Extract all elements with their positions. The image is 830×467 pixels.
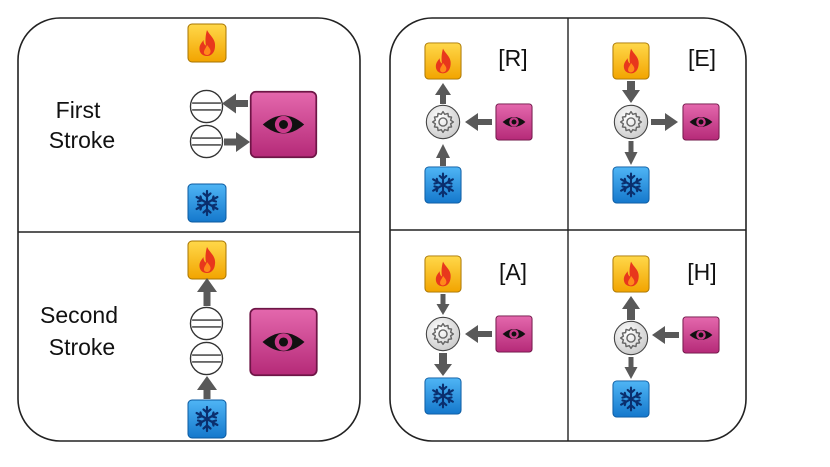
quadrant-a: [A]	[424, 255, 533, 415]
arrow-eye-to-gear	[465, 113, 492, 131]
eye-icon	[495, 103, 533, 141]
quadrant-h: [H]	[612, 255, 720, 418]
piston-icon	[189, 124, 224, 159]
quadrant-r-label: [R]	[498, 45, 527, 71]
arrow-gear-to-fire	[622, 296, 640, 320]
snowflake-icon	[424, 377, 462, 415]
arrow-eye-to-gear	[652, 326, 679, 344]
arrow-gear-to-eye	[651, 113, 678, 131]
fire-icon	[424, 42, 462, 80]
piston-icon	[189, 306, 224, 341]
quadrant-a-label: [A]	[499, 259, 527, 285]
eye-icon	[249, 90, 318, 159]
arrow-fire-to-gear	[436, 294, 450, 315]
snowflake-icon	[187, 399, 227, 439]
left-panel-frame	[17, 17, 361, 442]
arrow-gear-to-snow	[434, 353, 452, 376]
arrow-gear-to-snow	[624, 357, 638, 379]
quadrant-r: [R]	[424, 42, 533, 204]
snowflake-icon	[424, 166, 462, 204]
gear-icon	[613, 320, 649, 356]
gear-icon	[425, 316, 461, 352]
fire-icon	[612, 255, 650, 293]
first-stroke-label-line2: Stroke	[49, 127, 115, 153]
arrow-gear-to-snow	[624, 141, 638, 165]
snowflake-icon	[187, 183, 227, 223]
second-stroke-label-line2: Stroke	[49, 334, 115, 360]
fire-icon	[424, 255, 462, 293]
snowflake-icon	[612, 380, 650, 418]
arrow-piston-to-fire	[197, 278, 217, 306]
arrow-fire-to-gear	[622, 81, 640, 103]
eye-icon	[682, 103, 720, 141]
piston-icon	[189, 89, 224, 124]
quadrant-e-label: [E]	[688, 45, 716, 71]
second-stroke-label-line1: Second	[40, 302, 118, 328]
eye-icon	[249, 307, 318, 377]
fire-icon	[187, 240, 227, 280]
eye-icon	[495, 315, 533, 353]
first-stroke-label-line1: First	[56, 97, 101, 123]
fire-icon	[187, 23, 227, 63]
arrow-bottom-piston-to-eye	[224, 132, 250, 152]
arrow-snow-to-piston	[197, 376, 217, 399]
arrow-eye-to-gear	[465, 325, 492, 343]
arrow-gear-to-fire	[435, 83, 451, 104]
piston-icon	[189, 341, 224, 376]
gear-icon	[425, 104, 461, 140]
right-panel: [R] [E] [A]	[389, 17, 747, 442]
eye-icon	[682, 316, 720, 354]
quadrant-h-label: [H]	[687, 259, 716, 285]
fire-icon	[612, 42, 650, 80]
arrow-snow-to-gear	[436, 144, 450, 166]
arrow-eye-to-top-piston	[222, 93, 248, 114]
left-panel: First Stroke Second Stroke	[17, 17, 361, 442]
first-stroke-section: First Stroke	[49, 23, 318, 223]
snowflake-icon	[612, 166, 650, 204]
gear-icon	[613, 104, 649, 140]
second-stroke-section: Second Stroke	[40, 240, 318, 439]
quadrant-e: [E]	[612, 42, 720, 204]
